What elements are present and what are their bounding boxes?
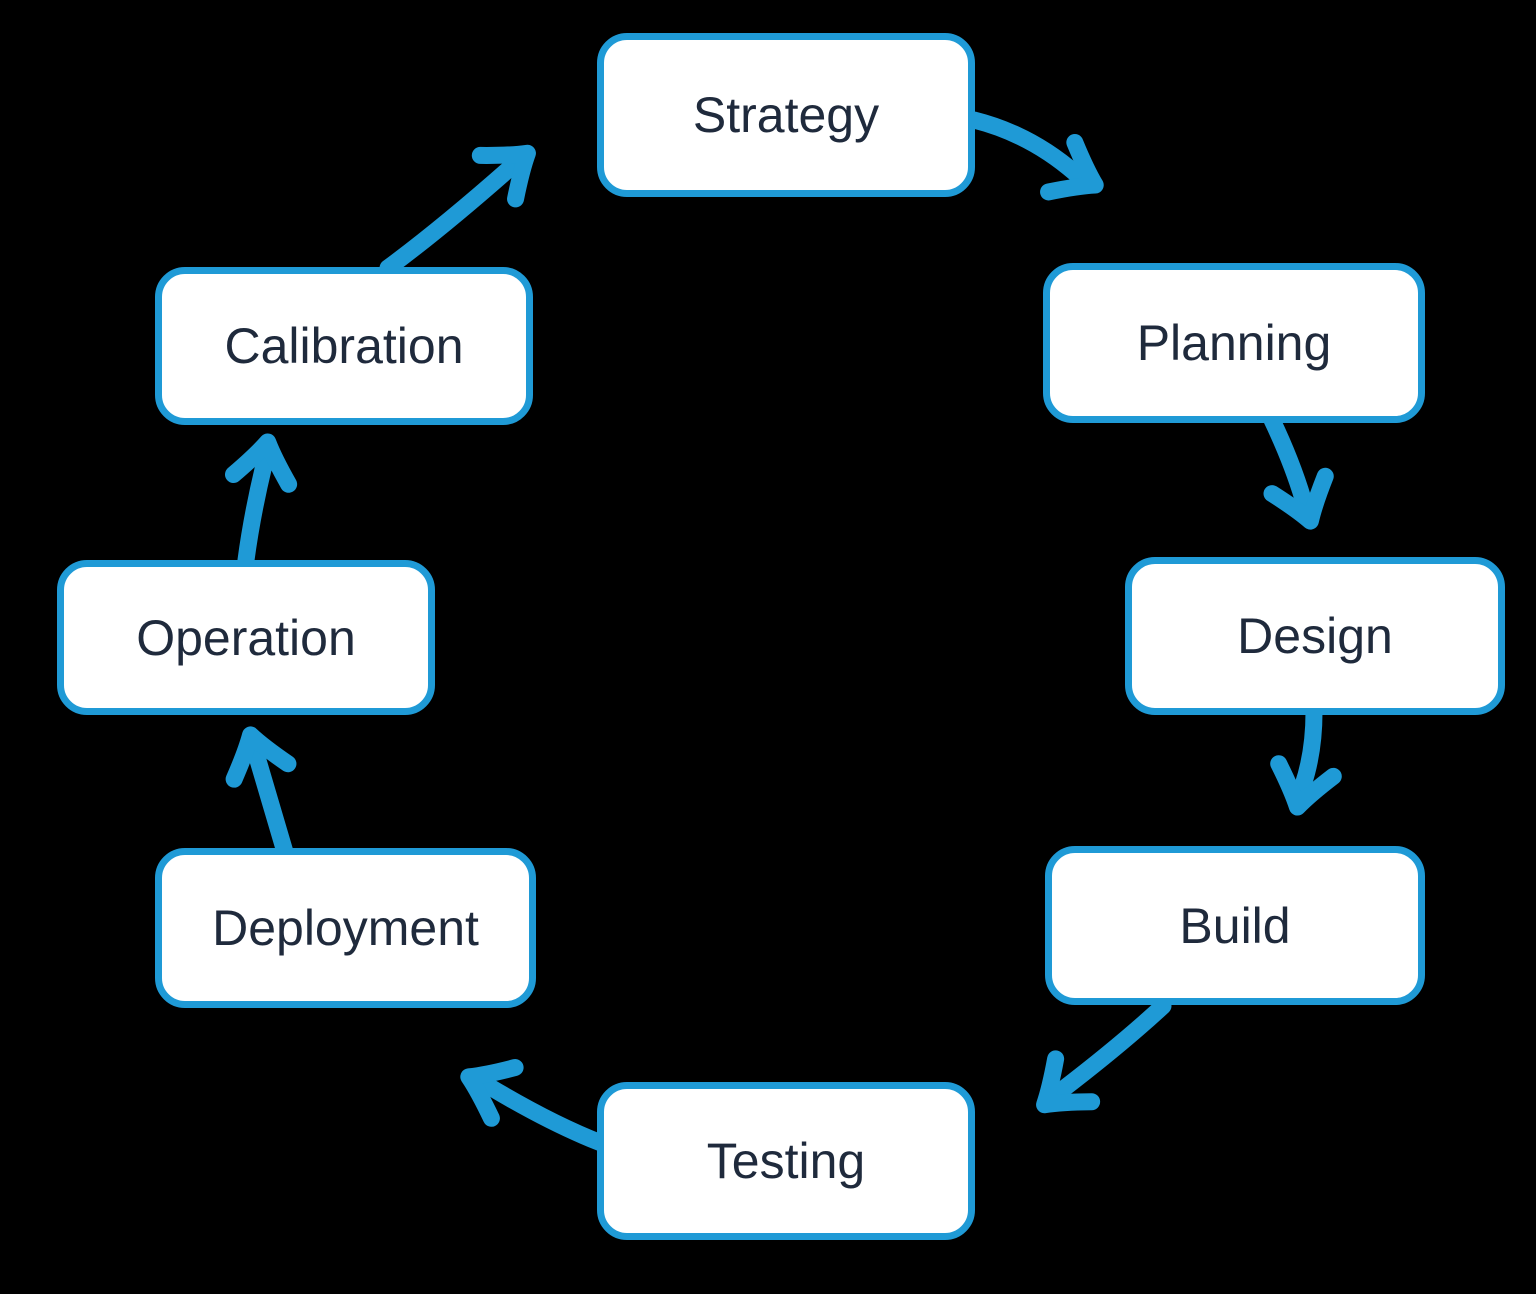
node-planning: Planning [1043,263,1425,423]
arrow-strategy-to-planning [965,111,1104,201]
node-testing: Testing [597,1082,975,1240]
arrow-calibration-to-strategy [379,144,536,277]
node-label: Operation [136,609,356,666]
arrow-design-to-build [1270,703,1342,816]
node-design: Design [1125,557,1505,715]
node-label: Strategy [692,87,880,143]
node-label: Testing [706,1133,866,1189]
node-calibration: Calibration [155,267,533,425]
arrow-planning-to-design [1263,411,1334,530]
node-build: Build [1045,846,1425,1005]
node-label: Deployment [212,900,479,956]
node-label: Calibration [224,318,464,374]
node-operation: Operation [57,560,435,715]
node-label: Design [1237,608,1393,664]
node-label: Build [1179,897,1291,954]
arrow-testing-to-deployment [460,1059,610,1152]
node-strategy: Strategy [597,33,975,197]
arrow-operation-to-calibration [224,433,298,569]
arrow-deployment-to-operation [225,726,297,861]
node-label: Planning [1136,315,1332,371]
arrow-build-to-testing [1036,997,1172,1114]
node-deployment: Deployment [155,848,536,1008]
